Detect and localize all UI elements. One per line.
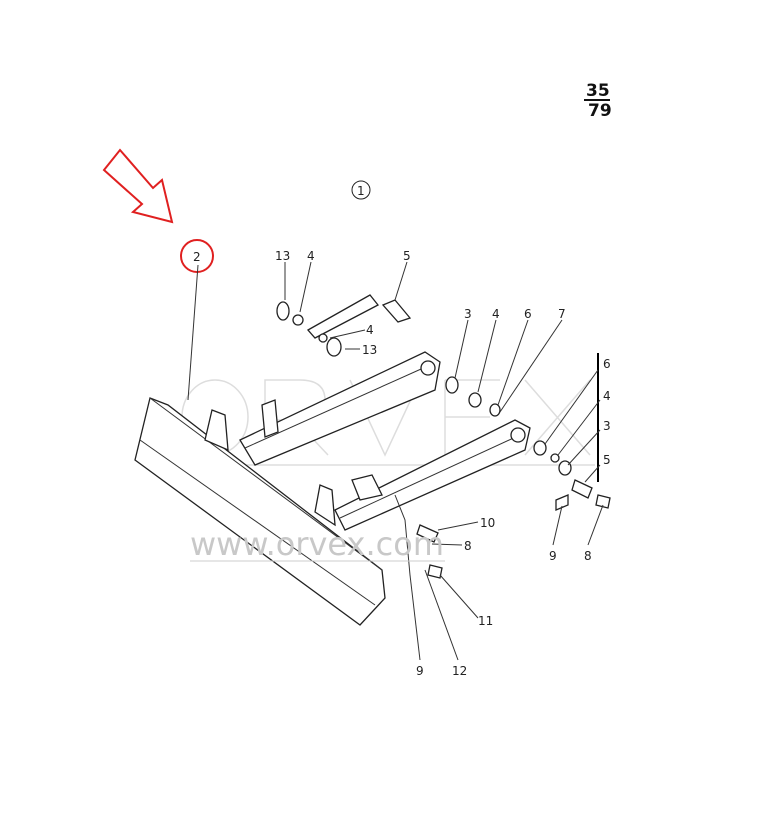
callout-7: 7 <box>558 307 566 321</box>
svg-text:2: 2 <box>193 250 201 264</box>
callout-13: 13 <box>362 343 377 357</box>
callout-3: 3 <box>464 307 472 321</box>
callout-10: 10 <box>480 516 495 530</box>
watermark-url: www.orvex.com <box>190 525 444 563</box>
dozer-blade <box>134 397 386 626</box>
callout-8: 8 <box>584 549 592 563</box>
callout-6: 6 <box>603 357 611 371</box>
arrow-icon <box>102 148 174 224</box>
callout-8: 8 <box>464 539 472 553</box>
svg-text:79: 79 <box>588 101 612 121</box>
callout-13: 13 <box>275 249 290 263</box>
highlighted-part-2[interactable]: 2 <box>180 239 214 401</box>
callout-5: 5 <box>403 249 411 263</box>
pin-set-right <box>416 353 611 579</box>
leader-lines <box>284 261 604 661</box>
group-label: 1 <box>351 180 371 200</box>
callout-4: 4 <box>603 389 611 403</box>
callout-11: 11 <box>478 614 493 628</box>
callout-6: 6 <box>524 307 532 321</box>
callout-9: 9 <box>549 549 557 563</box>
callout-12: 12 <box>452 664 467 678</box>
callout-4: 4 <box>307 249 315 263</box>
callout-5: 5 <box>603 453 611 467</box>
callout-9: 9 <box>416 664 424 678</box>
svg-text:1: 1 <box>357 184 365 198</box>
callout-labels: 13 4 5 4 13 3 4 6 7 6 4 3 5 9 8 10 8 11 … <box>275 249 611 678</box>
push-arms <box>239 351 531 576</box>
svg-text:35: 35 <box>586 81 610 101</box>
watermark-url-group: www.orvex.com <box>190 525 445 563</box>
callout-3: 3 <box>603 419 611 433</box>
page-number: 35 79 <box>584 81 612 121</box>
callout-4: 4 <box>366 323 374 337</box>
pin-set-upper <box>276 294 412 357</box>
callout-4: 4 <box>492 307 500 321</box>
